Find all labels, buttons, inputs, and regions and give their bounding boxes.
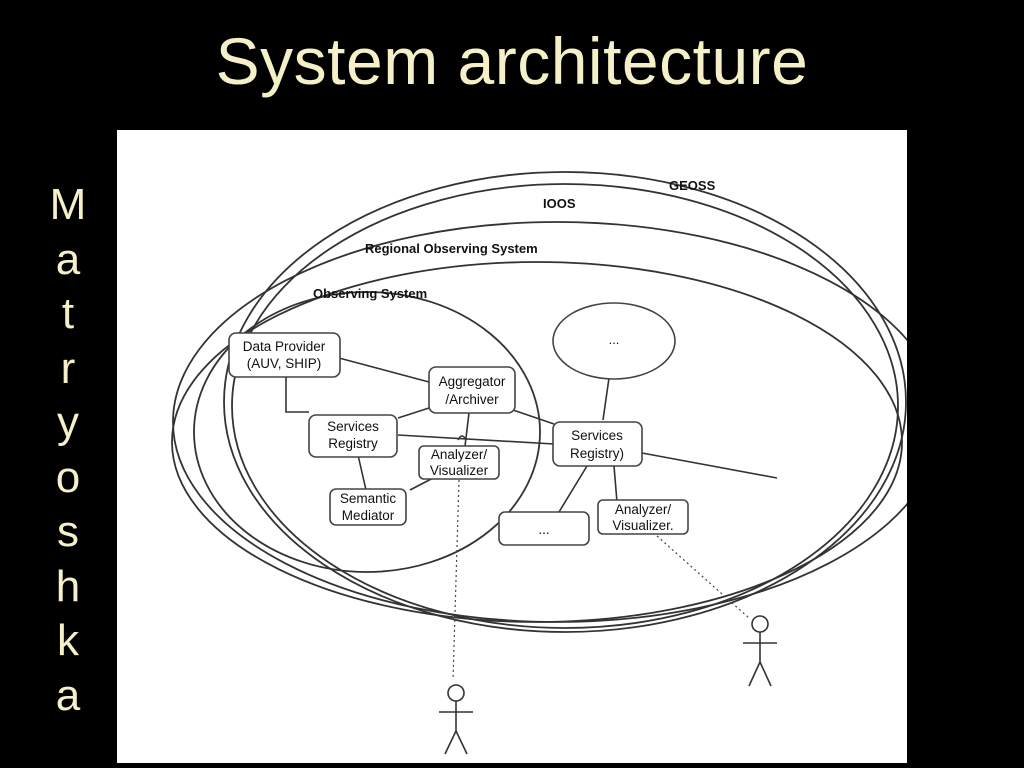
services-registry-inner-node: Services Registry: [308, 414, 398, 458]
semantic-mediator-node: Semantic Mediator: [329, 488, 407, 526]
svg-text:Mediator: Mediator: [342, 508, 395, 523]
side-letter: k: [57, 616, 79, 665]
regional-ring: [171, 261, 903, 623]
side-letter: r: [60, 343, 76, 393]
svg-text:(AUV, SHIP): (AUV, SHIP): [247, 356, 322, 371]
svg-text:/Archiver: /Archiver: [445, 392, 499, 407]
side-letter: a: [55, 670, 81, 720]
analyzer-inner-node: Analyzer/ Visualizer: [418, 445, 500, 480]
svg-text:Semantic: Semantic: [340, 491, 397, 506]
side-letter: a: [55, 234, 81, 284]
edge-outer-registry-right: [641, 452, 778, 479]
svg-text:Analyzer/: Analyzer/: [431, 447, 488, 462]
slide-title: System architecture: [215, 24, 809, 98]
edge-registry-mediator: [357, 454, 367, 491]
geoss-ring-outer: [223, 171, 907, 633]
aggregator-node: Aggregator /Archiver: [428, 366, 516, 414]
svg-text:Analyzer/: Analyzer/: [615, 502, 672, 517]
side-word-matryoshka: M a t r y o s h k a: [40, 178, 96, 723]
edge-outer-registry-analyzer: [613, 465, 618, 503]
ellipsis-top-node: [552, 302, 676, 380]
side-letter: M: [49, 180, 87, 229]
edge-provider-aggregator: [338, 357, 430, 383]
svg-text:Services: Services: [571, 428, 623, 443]
dotted-link-user-right: [656, 535, 750, 619]
services-registry-outer-node: Services Registry): [552, 421, 643, 467]
svg-text:Registry): Registry): [570, 446, 624, 461]
architecture-diagram: GEOSS IOOS Regional Observing System Obs…: [117, 130, 907, 763]
user-icon-left: [439, 684, 473, 755]
ellipsis-box-node: ...: [498, 511, 590, 546]
edge-aggregator-outer-registry: [512, 409, 555, 425]
svg-text:Visualizer: Visualizer: [430, 463, 489, 478]
svg-text:Data Provider: Data Provider: [243, 339, 326, 354]
user-icon-right: [743, 615, 777, 687]
edge-registry-outer-registry: [397, 434, 555, 445]
ioos-label: IOOS: [543, 196, 576, 211]
regional-label: Regional Observing System: [365, 241, 538, 256]
edge-registry-aggregator: [397, 407, 430, 419]
ellipsis-top-label: ...: [609, 332, 620, 347]
observing-ring: [193, 291, 541, 573]
edge-aggregator-analyzer: [464, 412, 470, 447]
diagram-svg: GEOSS IOOS Regional Observing System Obs…: [171, 171, 907, 755]
svg-text:...: ...: [538, 522, 549, 537]
edge-outer-registry-ellipsis: [602, 377, 610, 421]
side-letter: o: [55, 452, 81, 502]
observing-label: Observing System: [313, 286, 427, 301]
dotted-link-user-left: [452, 479, 460, 681]
edge-registry-bump: [457, 435, 467, 441]
analyzer-outer-node: Analyzer/ Visualizer.: [597, 499, 689, 535]
side-letter: s: [57, 507, 79, 556]
side-letter: y: [57, 398, 79, 447]
svg-text:Visualizer.: Visualizer.: [612, 518, 673, 533]
geoss-ring-inner: [231, 183, 899, 629]
svg-text:Registry: Registry: [328, 436, 378, 451]
data-provider-node: Data Provider (AUV, SHIP): [228, 332, 341, 378]
side-letter: t: [61, 289, 75, 338]
geoss-label: GEOSS: [669, 178, 716, 193]
side-letter: h: [55, 561, 81, 611]
svg-text:Aggregator: Aggregator: [439, 374, 506, 389]
svg-text:Services: Services: [327, 419, 379, 434]
edge-provider-registry: [285, 375, 309, 413]
edge-outer-registry-box: [558, 465, 588, 513]
